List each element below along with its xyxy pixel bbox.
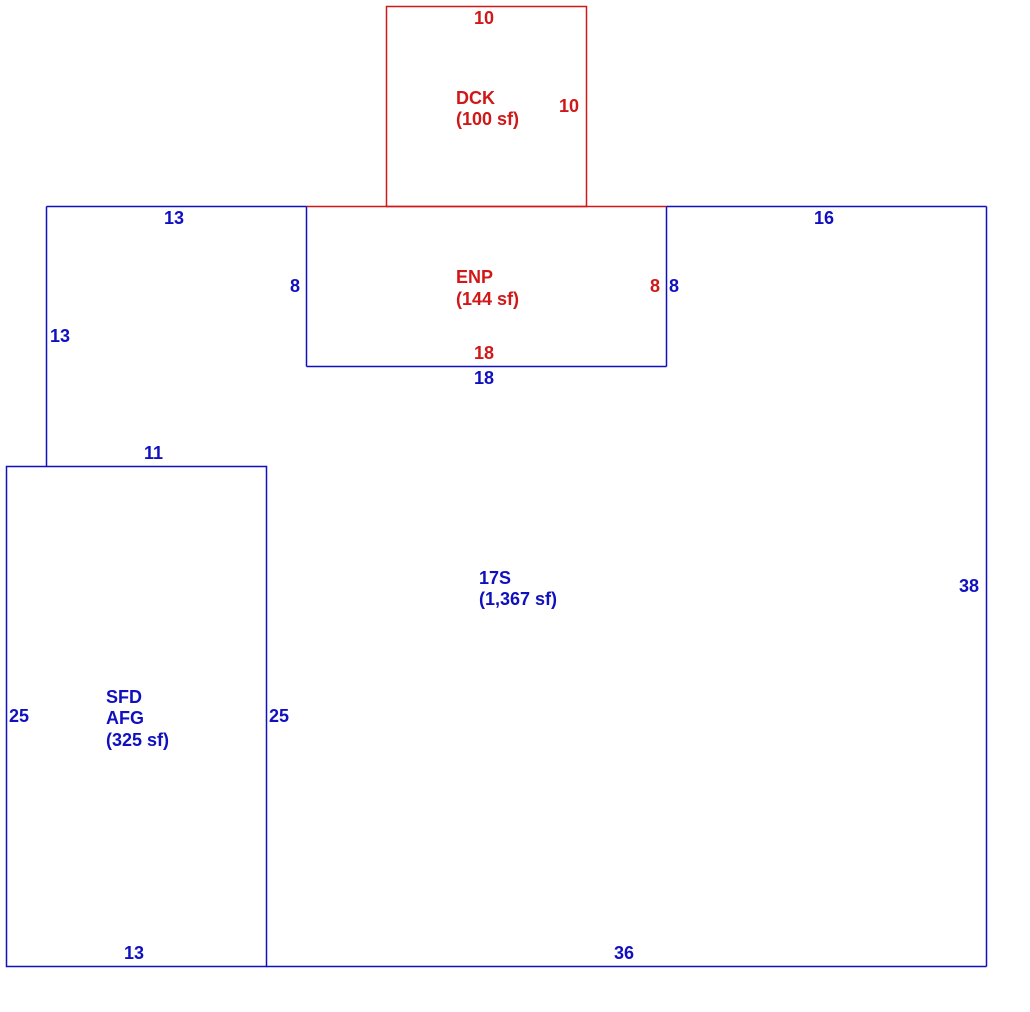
dim-left-top: 13 xyxy=(164,208,184,228)
main-code-label: 17S xyxy=(479,568,511,588)
dim-garage-bottom: 13 xyxy=(124,943,144,963)
dim-left-side: 13 xyxy=(50,326,70,346)
dim-deck-right: 10 xyxy=(559,96,579,116)
garage-code-label: SFD xyxy=(106,687,142,707)
dim-deck-top: 10 xyxy=(474,8,494,28)
dim-porch-bottom-inner: 18 xyxy=(474,343,494,363)
dim-right-side: 38 xyxy=(959,576,979,596)
dim-porch-bottom-outer: 18 xyxy=(474,368,494,388)
deck-porch-outline xyxy=(306,5,667,208)
garage-rect xyxy=(5,465,268,968)
dim-porch-left: 8 xyxy=(290,276,300,296)
dim-garage-right: 25 xyxy=(269,706,289,726)
garage-outline xyxy=(5,465,268,968)
main-area-outline xyxy=(45,205,988,968)
dim-porch-right-inner: 8 xyxy=(650,276,660,296)
garage-area-label: (325 sf) xyxy=(106,730,169,750)
porch-area-label: (144 sf) xyxy=(456,289,519,309)
deck-area-label: (100 sf) xyxy=(456,109,519,129)
dim-main-bottom: 36 xyxy=(614,943,634,963)
deck-rect xyxy=(385,5,588,208)
dim-garage-top: 11 xyxy=(144,443,163,463)
dim-porch-right-outer: 8 xyxy=(669,276,679,296)
garage-code2-label: AFG xyxy=(106,708,144,728)
dim-garage-left: 25 xyxy=(9,706,29,726)
main-area-label: (1,367 sf) xyxy=(479,589,557,609)
porch-code-label: ENP xyxy=(456,267,493,287)
deck-code-label: DCK xyxy=(456,88,495,108)
dim-right-top: 16 xyxy=(814,208,834,228)
